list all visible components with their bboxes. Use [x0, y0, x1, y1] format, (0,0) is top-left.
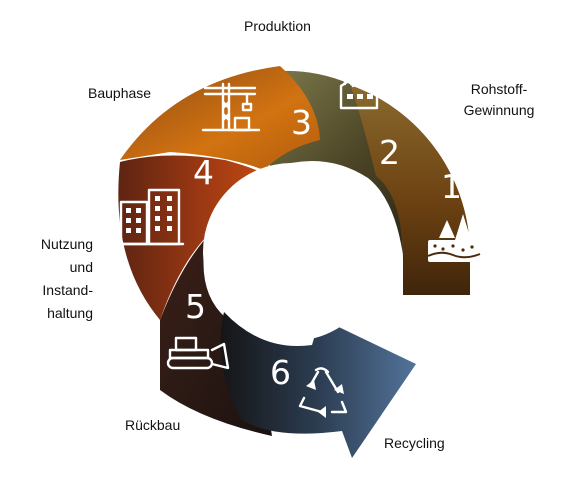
stage-number-2: 2: [379, 133, 400, 172]
stage-label-produktion: Produktion: [244, 18, 311, 34]
segment-6: [220, 312, 416, 458]
stage-number-4: 4: [193, 153, 214, 192]
stage-number-1: 1: [441, 167, 462, 206]
cycle-ring: [118, 66, 471, 458]
stage-label-bauphase: Bauphase: [88, 85, 152, 101]
ring-center: [203, 163, 381, 341]
construction-crane-icon: [201, 82, 261, 132]
stage-label-nutzung: Nutzung und Instand- haltung: [40, 236, 93, 321]
stage-label-rohstoffgewinnung: Rohstoff- Gewinnung: [463, 81, 535, 118]
factory-icon: [339, 66, 379, 110]
stage-number-3: 3: [291, 103, 312, 142]
segment-3: [120, 66, 320, 170]
bulldozer-icon: [166, 336, 230, 370]
recycling-icon: [298, 367, 348, 418]
buildings-icon: [115, 188, 185, 246]
raw-material-extraction-icon: [427, 214, 481, 262]
stage-label-rueckbau: Rückbau: [125, 417, 181, 433]
stage-number-6: 6: [270, 353, 291, 392]
stage-number-5: 5: [185, 287, 206, 326]
stage-label-recycling: Recycling: [384, 435, 445, 451]
